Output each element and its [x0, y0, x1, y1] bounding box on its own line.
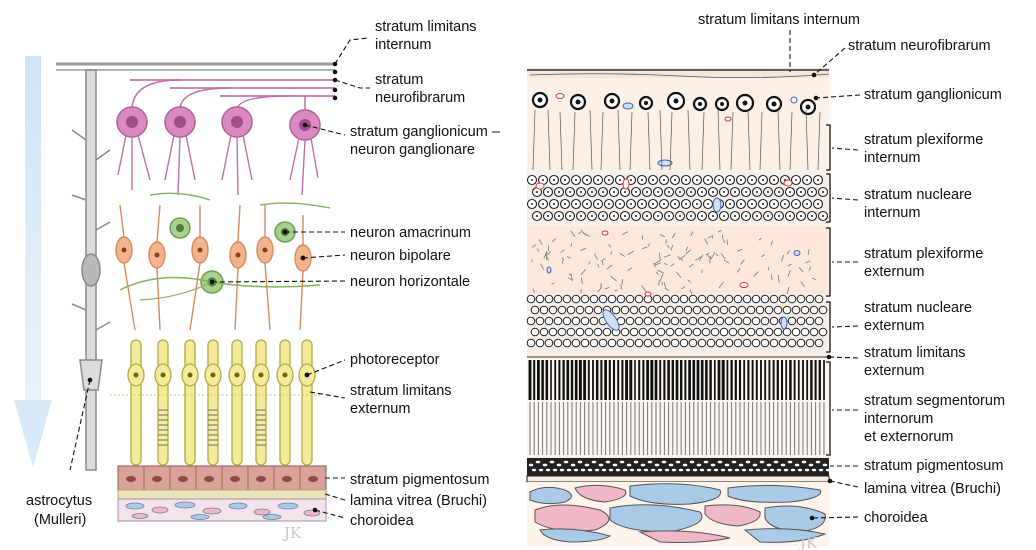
label-lamina-vitrea: lamina vitrea (Bruchi) — [350, 493, 487, 509]
label-stratum-limitans-internum-2: internum — [375, 37, 431, 53]
inner-limiting-membrane — [56, 64, 335, 96]
label-r-stratum-nucleare-internum: stratum nucleare — [864, 187, 972, 203]
lamina-vitrea — [118, 490, 326, 499]
label-stratum-neurofibrarum: stratum — [375, 72, 423, 88]
label-r-stratum-neurofibrarum: stratum neurofibrarum — [848, 38, 991, 54]
label-r-stratum-limitans-externum-2: externum — [864, 363, 924, 379]
label-r-stratum-ganglionicum: stratum ganglionicum — [864, 87, 1002, 103]
label-r-stratum-limitans-externum: stratum limitans — [864, 345, 966, 361]
label-neuron-horizontale: neuron horizontale — [350, 274, 470, 290]
photoreceptors — [110, 340, 320, 465]
label-r-stratum-nucleare-externum: stratum nucleare — [864, 300, 972, 316]
label-r-stratum-plexiforme-internum-2: internum — [864, 150, 920, 166]
left-signature: JK — [282, 524, 302, 542]
right-pigment-epithelium — [527, 458, 830, 476]
right-signature: JK — [798, 534, 818, 550]
label-mulleri: (Mulleri) — [34, 512, 86, 528]
label-r-et-externorum: et externorum — [864, 429, 953, 445]
right-choroid — [527, 482, 829, 544]
label-r-stratum-segmentorum: stratum segmentorum — [864, 393, 1005, 409]
muller-cell — [72, 70, 110, 470]
label-r-stratum-plexiforme-externum: stratum plexiforme — [864, 246, 983, 262]
label-stratum-limitans-externum-2: externum — [350, 401, 410, 417]
label-r-stratum-nucleare-externum-2: externum — [864, 318, 924, 334]
outer-plexiform-layer — [527, 226, 829, 296]
label-astrocytus: astrocytus — [26, 493, 92, 509]
label-neuron-bipolare: neuron bipolare — [350, 248, 451, 264]
light-direction-arrow — [14, 56, 52, 468]
choroid — [118, 499, 326, 521]
label-r-stratum-plexiforme-externum-2: externum — [864, 264, 924, 280]
right-diagram: stratum limitans internum stratum neurof… — [527, 12, 1005, 550]
right-lamina-vitrea — [527, 476, 829, 482]
label-neuron-ganglionare: neuron ganglionare — [350, 142, 475, 158]
label-r-stratum-limitans-internum: stratum limitans internum — [698, 12, 860, 28]
label-stratum-neurofibrarum-2: neurofibrarum — [375, 90, 465, 106]
label-r-stratum-plexiforme-internum: stratum plexiforme — [864, 132, 983, 148]
label-r-stratum-nucleare-internum-2: internum — [864, 205, 920, 221]
ganglion-cells — [117, 80, 320, 195]
label-stratum-limitans-internum: stratum limitans — [375, 19, 477, 35]
label-r-choroidea: choroidea — [864, 510, 929, 526]
label-neuron-amacrinum: neuron amacrinum — [350, 225, 471, 241]
label-r-lamina-vitrea: lamina vitrea (Bruchi) — [864, 481, 1001, 497]
label-choroidea: choroidea — [350, 513, 415, 529]
label-stratum-pigmentosum: stratum pigmentosum — [350, 472, 489, 488]
label-r-internorum: internorum — [864, 411, 933, 427]
label-stratum-ganglionicum: stratum ganglionicum – — [350, 124, 501, 140]
pigment-epithelium — [118, 466, 326, 490]
outer-nuclear-layer — [527, 292, 829, 354]
inner-nuclear-layer — [527, 172, 829, 224]
label-stratum-limitans-externum: stratum limitans — [350, 383, 452, 399]
label-r-stratum-pigmentosum: stratum pigmentosum — [864, 458, 1003, 474]
nerve-fiber-layer — [527, 68, 829, 78]
left-diagram: stratum limitans internum stratum neurof… — [14, 19, 501, 542]
label-photoreceptor: photoreceptor — [350, 352, 440, 368]
photoreceptor-segments-layer — [527, 356, 829, 456]
